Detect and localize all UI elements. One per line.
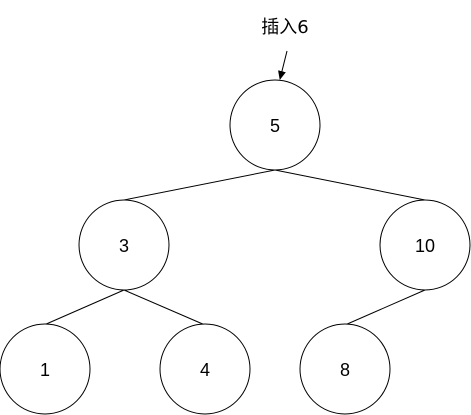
node-label: 8 <box>340 360 350 380</box>
node-circle <box>0 323 91 415</box>
tree-edges <box>43 169 426 326</box>
tree-node-1: 1 <box>0 323 91 415</box>
node-circle <box>159 323 251 415</box>
edge-3-4 <box>123 289 206 326</box>
tree-node-3: 3 <box>78 199 170 291</box>
insert-annotation: 插入6 <box>261 17 309 80</box>
tree-node-5: 5 <box>229 79 321 171</box>
node-circle <box>229 79 321 171</box>
node-circle <box>379 199 471 291</box>
edge-5-3 <box>123 169 276 201</box>
edge-5-10 <box>274 169 426 201</box>
node-label: 3 <box>119 236 129 256</box>
node-circle <box>299 323 391 415</box>
tree-node-10: 10 <box>379 199 471 291</box>
node-label: 5 <box>270 116 280 136</box>
edge-10-8 <box>344 289 426 326</box>
node-circle <box>78 199 170 291</box>
tree-node-8: 8 <box>299 323 391 415</box>
node-label: 4 <box>200 360 210 380</box>
edge-3-1 <box>43 289 125 326</box>
insert-annotation-label: 插入6 <box>261 17 308 38</box>
insert-arrow <box>278 50 288 80</box>
node-label: 10 <box>415 236 435 256</box>
tree-node-4: 4 <box>159 323 251 415</box>
node-label: 1 <box>40 360 50 380</box>
